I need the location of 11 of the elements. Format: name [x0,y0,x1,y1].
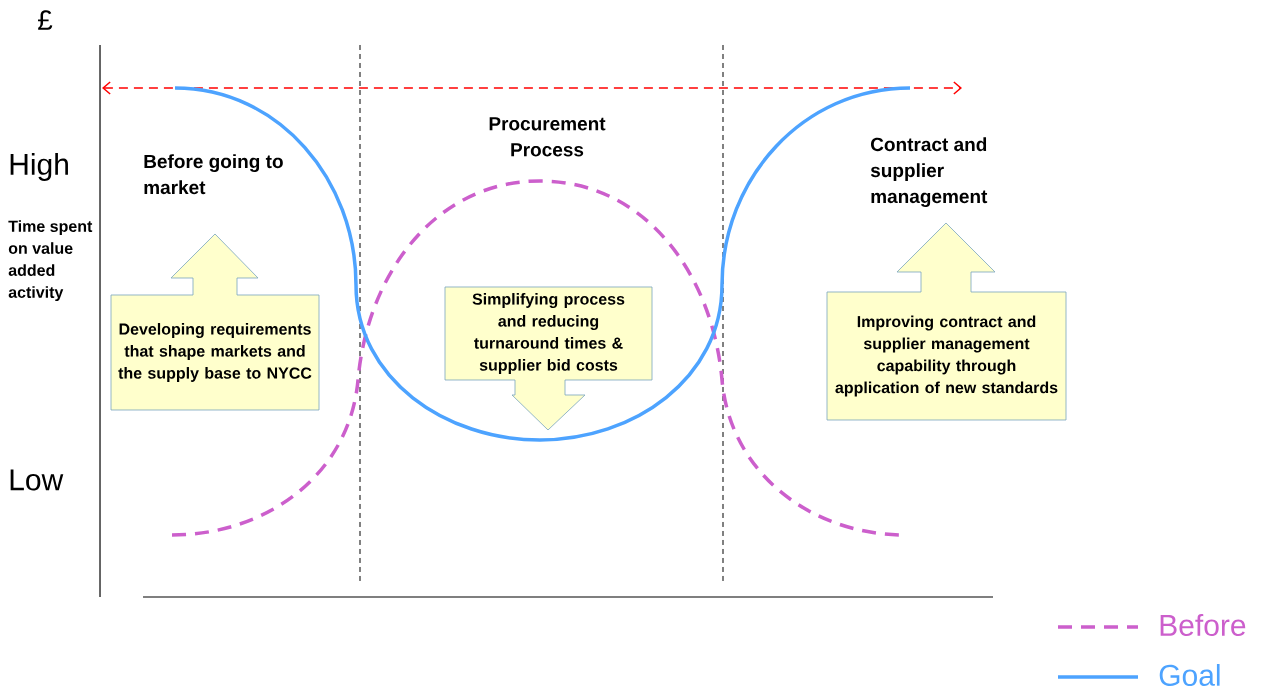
axis-label: High [10,153,68,181]
phase-heading: Procurement Process [489,117,606,157]
callout-box: Developing requirements that shape markets and the supply base to NYCC [110,233,320,411]
callout-box: Simplifying process and reducing turnaround times & supplier bid costs [444,286,653,431]
phase-heading: Before going to market [144,154,283,195]
currency-symbol: £ [38,10,53,30]
axis-label: Low [10,469,64,491]
legend-text: Before [1160,614,1246,636]
callout-box: Improving contract and supplier management capability through application of new standards [826,222,1067,421]
axis-title: Time spent on value added activity [8,220,93,302]
legend-text: Goal [1159,663,1220,686]
